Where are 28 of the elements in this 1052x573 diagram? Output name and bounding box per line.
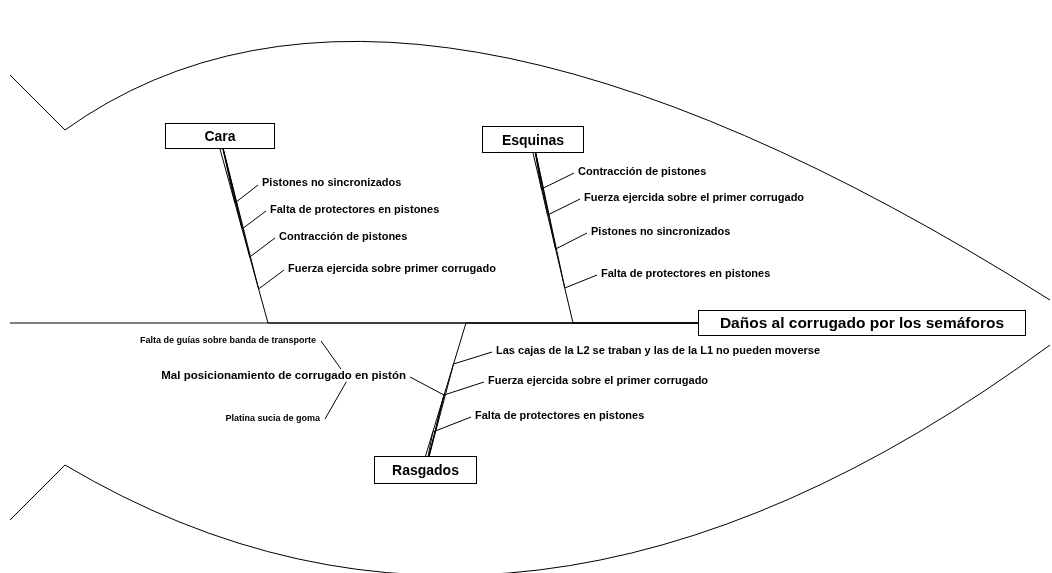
connector-line	[320, 340, 342, 370]
cause-label: Fuerza ejercida sobre el primer corrugado	[584, 191, 805, 204]
sub-cause-label: Platina sucia de goma	[225, 413, 320, 424]
cause-label: Las cajas de la L2 se traban y las de la L1 no pueden moverse	[496, 344, 821, 357]
cause-label: Falta de protectores en pistones	[601, 267, 771, 280]
connector-line	[427, 416, 472, 457]
connector-line	[535, 152, 581, 216]
cause-label: Mal posicionamiento de corrugado en pistón	[161, 369, 406, 382]
connector-line	[428, 351, 493, 457]
category-box: Cara	[165, 123, 275, 149]
category-box: Rasgados	[374, 456, 477, 484]
cause-label: Contracción de pistones	[578, 165, 707, 178]
cause-label: Falta de protectores en pistones	[475, 409, 645, 422]
cause-label: Contracción de pistones	[279, 230, 408, 243]
connector-line	[222, 148, 259, 204]
sub-cause-label: Falta de guías sobre banda de transporte	[139, 335, 316, 346]
cause-label: Pistones no sincronizados	[262, 176, 402, 189]
connector-line	[222, 148, 285, 290]
cause-label: Falta de protectores en pistones	[270, 203, 440, 216]
effect-box: Daños al corrugado por los semáforos	[698, 310, 1026, 336]
connector-line	[409, 376, 445, 457]
category-box: Esquinas	[482, 126, 584, 153]
connector-line	[535, 152, 598, 289]
cause-label: Fuerza ejercida sobre primer corrugado	[288, 262, 496, 275]
connector-line	[9, 322, 699, 324]
connector-line	[324, 381, 347, 420]
cause-label: Pistones no sincronizados	[591, 225, 731, 238]
cause-label: Fuerza ejercida sobre el primer corrugado	[488, 374, 709, 387]
